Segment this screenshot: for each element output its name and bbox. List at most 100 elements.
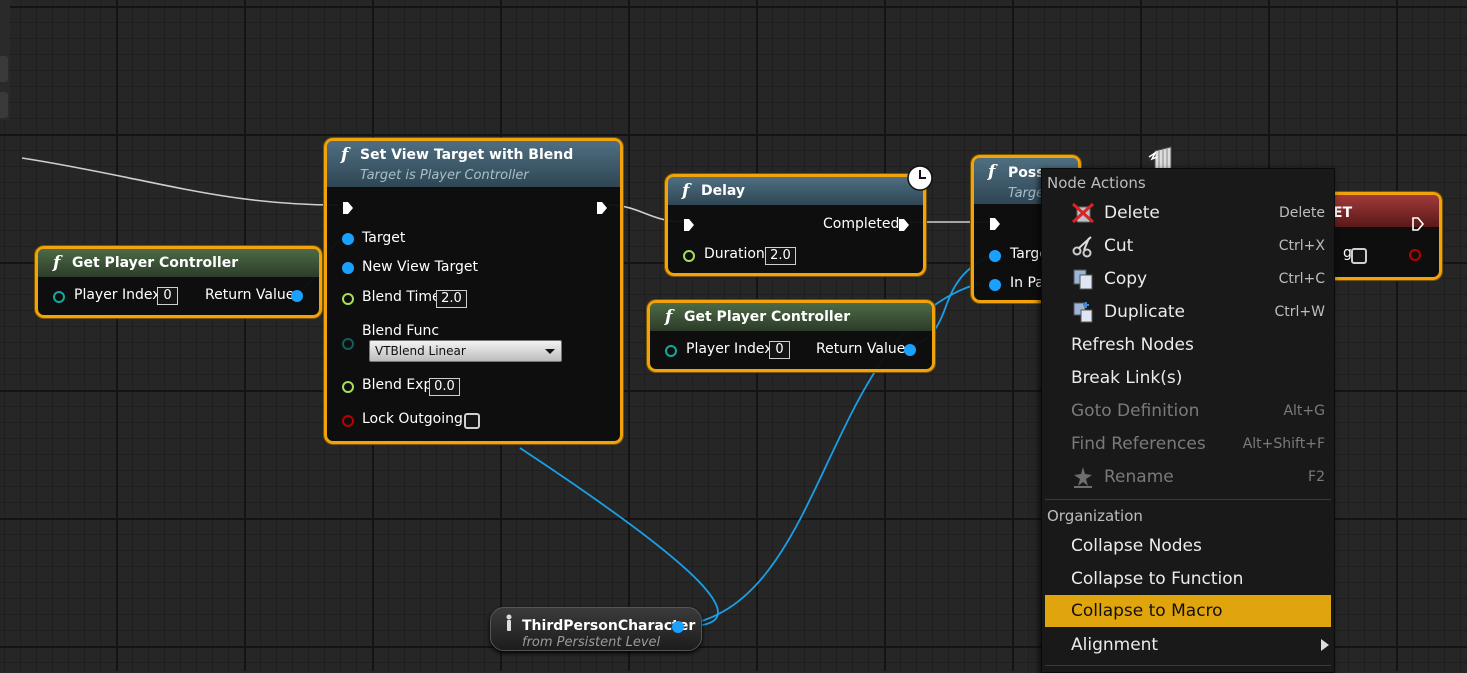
- bool-pin[interactable]: [1409, 249, 1421, 261]
- duration-input[interactable]: 2.0: [765, 247, 796, 265]
- chevron-down-icon: [545, 349, 555, 354]
- pin-label: Return Value: [816, 341, 906, 357]
- actor-reference-node[interactable]: ThirdPersonCharacter from Persistent Lev…: [490, 607, 702, 651]
- context-menu: Node Actions Delete Delete Cut Ctrl+X Co…: [1041, 168, 1335, 673]
- in-pawn-pin[interactable]: [989, 279, 1001, 291]
- menu-item-shortcut: Ctrl+C: [1278, 271, 1325, 287]
- player-index-pin[interactable]: [665, 345, 677, 357]
- pin-label: Player Index: [686, 341, 773, 357]
- pin-label: Blend Func: [362, 323, 440, 339]
- function-icon: f: [53, 253, 61, 273]
- menu-item-label: Refresh Nodes: [1071, 335, 1194, 355]
- menu-item-find-references: Find References Alt+Shift+F: [1045, 428, 1331, 459]
- blend-time-input[interactable]: 2.0: [436, 290, 467, 308]
- duration-pin[interactable]: [683, 250, 695, 262]
- exec-out-pin[interactable]: [1411, 217, 1425, 231]
- menu-item-label: Cut: [1104, 236, 1134, 256]
- rename-icon: [1074, 467, 1092, 488]
- node-header: [668, 177, 923, 205]
- menu-item-alignment[interactable]: Alignment: [1045, 629, 1331, 660]
- pin-label: Blend Exp: [362, 377, 433, 393]
- network-icon: [1148, 146, 1172, 170]
- panel-tab[interactable]: [0, 92, 8, 118]
- menu-item-label: Collapse to Function: [1071, 569, 1244, 589]
- menu-item-label: Goto Definition: [1071, 401, 1200, 421]
- player-index-input[interactable]: 0: [769, 341, 790, 359]
- target-pin[interactable]: [342, 233, 354, 245]
- exec-out-pin[interactable]: [595, 201, 609, 215]
- return-value-pin[interactable]: [904, 344, 916, 356]
- clock-icon: [907, 165, 933, 191]
- pin-label: Duration: [704, 246, 765, 262]
- menu-section-node-actions: Node Actions: [1047, 174, 1146, 192]
- menu-item-label: Copy: [1104, 269, 1148, 289]
- blend-time-pin[interactable]: [342, 293, 354, 305]
- lock-outgoing-pin[interactable]: [342, 415, 354, 427]
- left-panel-strip: [0, 0, 10, 120]
- node-title: ET: [1333, 205, 1353, 221]
- node-set-view-target-with-blend[interactable]: f Set View Target with Blend Target is P…: [324, 138, 623, 444]
- node-subtitle: Targe: [1008, 186, 1045, 201]
- menu-item-label: Delete: [1104, 203, 1160, 223]
- node-get-player-controller-left[interactable]: f Get Player Controller Player Index 0 R…: [35, 246, 322, 318]
- pin-label: Lock Outgoing: [362, 411, 463, 427]
- actor-output-pin[interactable]: [672, 621, 684, 633]
- node-delay[interactable]: f Delay Completed Duration 2.0: [665, 174, 926, 276]
- node-header: [327, 141, 620, 187]
- panel-tab[interactable]: [0, 56, 8, 82]
- menu-item-label: Collapse Nodes: [1071, 536, 1202, 556]
- menu-item-rename: Rename F2: [1045, 461, 1331, 492]
- menu-item-copy[interactable]: Copy Ctrl+C: [1045, 263, 1331, 294]
- menu-separator: [1045, 499, 1331, 500]
- menu-item-label: Collapse to Macro: [1071, 601, 1223, 621]
- menu-item-cut[interactable]: Cut Ctrl+X: [1045, 230, 1331, 261]
- new-view-target-pin[interactable]: [342, 262, 354, 274]
- pin-label: New View Target: [362, 259, 478, 275]
- exec-in-pin[interactable]: [341, 201, 355, 215]
- menu-item-delete[interactable]: Delete Delete: [1045, 197, 1331, 228]
- menu-item-collapse-nodes[interactable]: Collapse Nodes: [1045, 530, 1331, 561]
- menu-item-shortcut: Alt+G: [1283, 403, 1325, 419]
- node-title: Get Player Controller: [684, 309, 851, 325]
- delete-icon: [1071, 202, 1095, 224]
- dropdown-value: VTBlend Linear: [375, 344, 466, 358]
- lock-outgoing-checkbox[interactable]: [464, 413, 480, 429]
- exec-in-pin[interactable]: [682, 218, 696, 232]
- object-wire-tpc-newview: [519, 447, 719, 628]
- menu-item-break-links[interactable]: Break Link(s): [1045, 362, 1331, 393]
- checkbox[interactable]: [1351, 248, 1367, 264]
- node-header: [38, 249, 319, 277]
- function-icon: f: [988, 162, 996, 182]
- node-subtitle: from Persistent Level: [522, 635, 661, 650]
- menu-item-collapse-to-macro[interactable]: Collapse to Macro: [1045, 595, 1331, 627]
- pin-label: Targe: [1010, 246, 1048, 262]
- menu-item-refresh-nodes[interactable]: Refresh Nodes: [1045, 329, 1331, 360]
- menu-item-collapse-to-function[interactable]: Collapse to Function: [1045, 563, 1331, 594]
- menu-item-label: Break Link(s): [1071, 368, 1183, 388]
- menu-item-shortcut: Alt+Shift+F: [1242, 436, 1325, 452]
- chevron-right-icon: [1321, 639, 1329, 651]
- menu-separator: [1045, 665, 1331, 666]
- node-title: Delay: [701, 183, 746, 199]
- node-title: ThirdPersonCharacter: [522, 618, 696, 634]
- menu-item-shortcut: Delete: [1279, 205, 1325, 221]
- completed-exec-pin[interactable]: [897, 218, 911, 232]
- menu-item-duplicate[interactable]: Duplicate Ctrl+W: [1045, 296, 1331, 327]
- player-index-pin[interactable]: [53, 291, 65, 303]
- blend-exp-input[interactable]: 0.0: [429, 378, 460, 396]
- function-icon: f: [682, 181, 690, 201]
- return-value-pin[interactable]: [291, 290, 303, 302]
- player-index-input[interactable]: 0: [157, 287, 178, 305]
- blend-exp-pin[interactable]: [342, 381, 354, 393]
- exec-in-pin[interactable]: [988, 217, 1002, 231]
- duplicate-icon: [1073, 302, 1093, 323]
- menu-item-shortcut: F2: [1308, 469, 1325, 485]
- menu-item-goto-definition: Goto Definition Alt+G: [1045, 395, 1331, 426]
- target-pin[interactable]: [989, 250, 1001, 262]
- blend-func-dropdown[interactable]: VTBlend Linear: [369, 340, 562, 362]
- blend-func-pin[interactable]: [342, 338, 354, 350]
- pin-label: Player Index: [74, 287, 161, 303]
- node-get-player-controller-mid[interactable]: f Get Player Controller Player Index 0 R…: [647, 300, 935, 372]
- actor-icon: [506, 614, 512, 631]
- function-icon: f: [665, 307, 673, 327]
